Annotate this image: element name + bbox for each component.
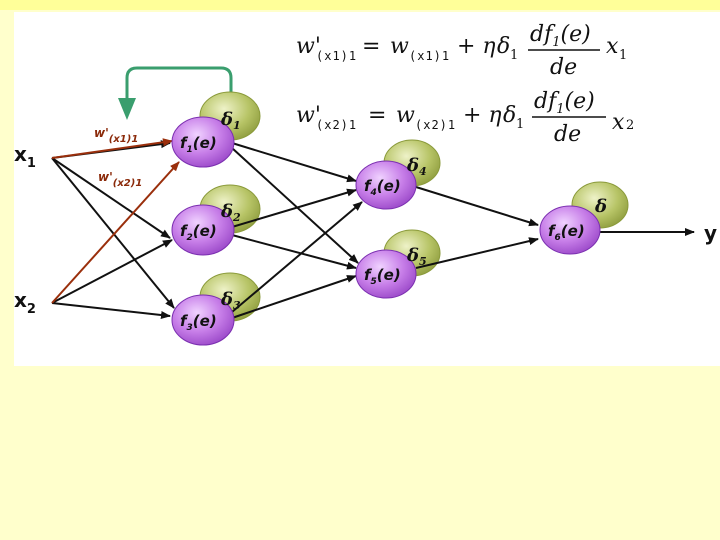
eq1-x-sub: 1 xyxy=(619,48,627,63)
neuron-1 xyxy=(171,116,235,168)
edge-f3-f5 xyxy=(231,275,357,319)
neuron-5 xyxy=(355,249,417,299)
feedback-arrow xyxy=(118,66,233,120)
eq2-lhs-sub: (x2)1 xyxy=(316,118,357,132)
eq2-denominator: de xyxy=(554,122,581,147)
edge-f1-f4 xyxy=(231,142,357,183)
edge-x2-f3 xyxy=(51,302,171,319)
neuron-4 xyxy=(355,160,417,210)
eq2-delta-sub: 1 xyxy=(516,117,524,132)
neuron-3 xyxy=(171,294,235,346)
edges xyxy=(51,140,695,319)
eq1-delta: δ xyxy=(497,34,510,59)
eq2-delta: δ xyxy=(503,103,516,128)
eq1-w: w xyxy=(390,34,409,59)
eq1-plus-eta: + η xyxy=(457,34,496,59)
weight-edge-x2 xyxy=(51,161,180,304)
eq1-numerator: df1(e) xyxy=(530,22,591,50)
delta-label-3: δ3 xyxy=(220,289,241,312)
output-label-y: y xyxy=(704,221,717,245)
neuron-6 xyxy=(539,205,601,255)
neuron-label-5: f5(e) xyxy=(364,266,401,287)
delta-label-5: δ5 xyxy=(406,245,427,268)
equation-2: w' (x2)1 = w (x2)1 + η δ 1 df1(e) de x 2 xyxy=(296,89,634,147)
eq1-x: x xyxy=(606,34,619,59)
title-band xyxy=(0,0,720,10)
neuron-label-1: f1(e) xyxy=(180,134,217,155)
edge-f3-f4 xyxy=(231,201,363,313)
edge-x1-f3 xyxy=(51,157,175,309)
eq2-equals: = xyxy=(368,103,386,128)
delta-label-1: δ1 xyxy=(220,109,241,132)
weight-edge-x1 xyxy=(51,138,173,159)
edge-f4-f6 xyxy=(415,186,539,227)
edge-x2-f2 xyxy=(51,239,173,304)
eq1-denominator: de xyxy=(550,55,577,80)
edge-f2-f4 xyxy=(231,188,357,228)
weight-update-edges xyxy=(51,138,180,304)
edge-f1-f5 xyxy=(231,147,359,264)
eq1-lhs-sub: (x1)1 xyxy=(316,49,357,63)
weight-label-x1: w'(x1)1 xyxy=(94,126,138,145)
eq1-lhs: w' xyxy=(296,34,321,59)
neuron-label-4: f4(e) xyxy=(364,177,401,198)
eq2-lhs: w' xyxy=(296,103,321,128)
weight-label-x2: w'(x2)1 xyxy=(98,170,142,189)
neuron-2 xyxy=(171,204,235,256)
eq2-w: w xyxy=(396,103,415,128)
eq2-numerator: df1(e) xyxy=(534,89,595,117)
delta-label-6: δ xyxy=(594,196,607,217)
eq2-x-sub: 2 xyxy=(626,118,634,133)
input-label-x1: x1 xyxy=(14,142,36,171)
eq1-w-sub: (x1)1 xyxy=(409,49,450,63)
equation-1: w' (x1)1 = w (x1)1 + η δ 1 df1(e) de x 1 xyxy=(296,22,627,80)
eq1-delta-sub: 1 xyxy=(510,48,518,63)
neuron-label-2: f2(e) xyxy=(180,222,217,243)
edge-x1-f2 xyxy=(51,157,171,239)
input-label-x2: x2 xyxy=(14,288,36,317)
delta-label-2: δ2 xyxy=(220,201,241,224)
delta-label-4: δ4 xyxy=(406,155,427,178)
neuron-label-6: f6(e) xyxy=(548,222,585,243)
neuron-label-3: f3(e) xyxy=(180,312,217,333)
eq2-plus-eta: + η xyxy=(463,103,502,128)
edge-f2-f5 xyxy=(231,234,357,270)
eq2-x: x xyxy=(612,110,625,135)
eq2-w-sub: (x2)1 xyxy=(415,118,456,132)
eq1-equals: = xyxy=(362,34,380,59)
edge-f5-f6 xyxy=(415,237,539,269)
